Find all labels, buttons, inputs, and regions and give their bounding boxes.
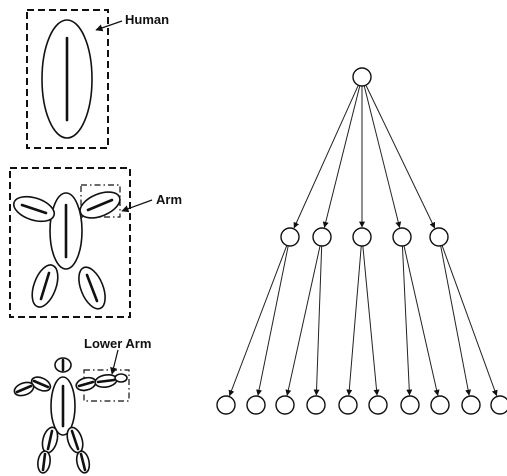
tree-edge-5-b xyxy=(442,245,497,395)
tree-edge-4-a xyxy=(402,246,409,395)
human-label: Human xyxy=(125,12,169,27)
tree-edge-3-b xyxy=(363,246,377,395)
tree-leaf-node xyxy=(462,396,480,414)
tree-mid-node xyxy=(353,228,371,246)
tree-edge-3-a xyxy=(349,246,361,395)
arm-panel: Arm xyxy=(10,168,182,317)
tree-edge-root-1 xyxy=(294,85,358,228)
right-hand-ellipse xyxy=(115,374,127,382)
tree-edge-root-4 xyxy=(364,86,399,228)
tree-edge-1-b xyxy=(258,246,288,395)
tree-leaf-node xyxy=(307,396,325,414)
tree-leaf-node xyxy=(369,396,387,414)
tree-leaf-node xyxy=(276,396,294,414)
tree-edge-2-a xyxy=(287,246,320,395)
tree-edge-5-a xyxy=(441,246,469,395)
lower-arm-label: Lower Arm xyxy=(84,336,151,351)
human-panel: Human xyxy=(27,10,169,148)
tree-edge-4-b xyxy=(404,246,438,395)
tree-mid-node xyxy=(313,228,331,246)
tree-mid-node xyxy=(281,228,299,246)
tree-edge-1-a xyxy=(230,245,287,395)
tree-leaf-node xyxy=(217,396,235,414)
tree-leaf-node xyxy=(247,396,265,414)
tree-mid-node xyxy=(393,228,411,246)
tree-mid-node xyxy=(430,228,448,246)
tree-leaf-node xyxy=(401,396,419,414)
tree-leaf-node xyxy=(491,396,507,414)
arm-label: Arm xyxy=(156,192,182,207)
tree-root-node xyxy=(353,68,371,86)
tree-edge-root-5 xyxy=(366,85,435,228)
tree-edge-2-b xyxy=(316,246,321,395)
lower-arm-panel: Lower Arm xyxy=(13,336,152,474)
arm-label-arrow xyxy=(122,200,152,211)
tree-edge-root-2 xyxy=(324,86,359,228)
tree-leaf-node xyxy=(339,396,357,414)
tree-leaf-node xyxy=(431,396,449,414)
